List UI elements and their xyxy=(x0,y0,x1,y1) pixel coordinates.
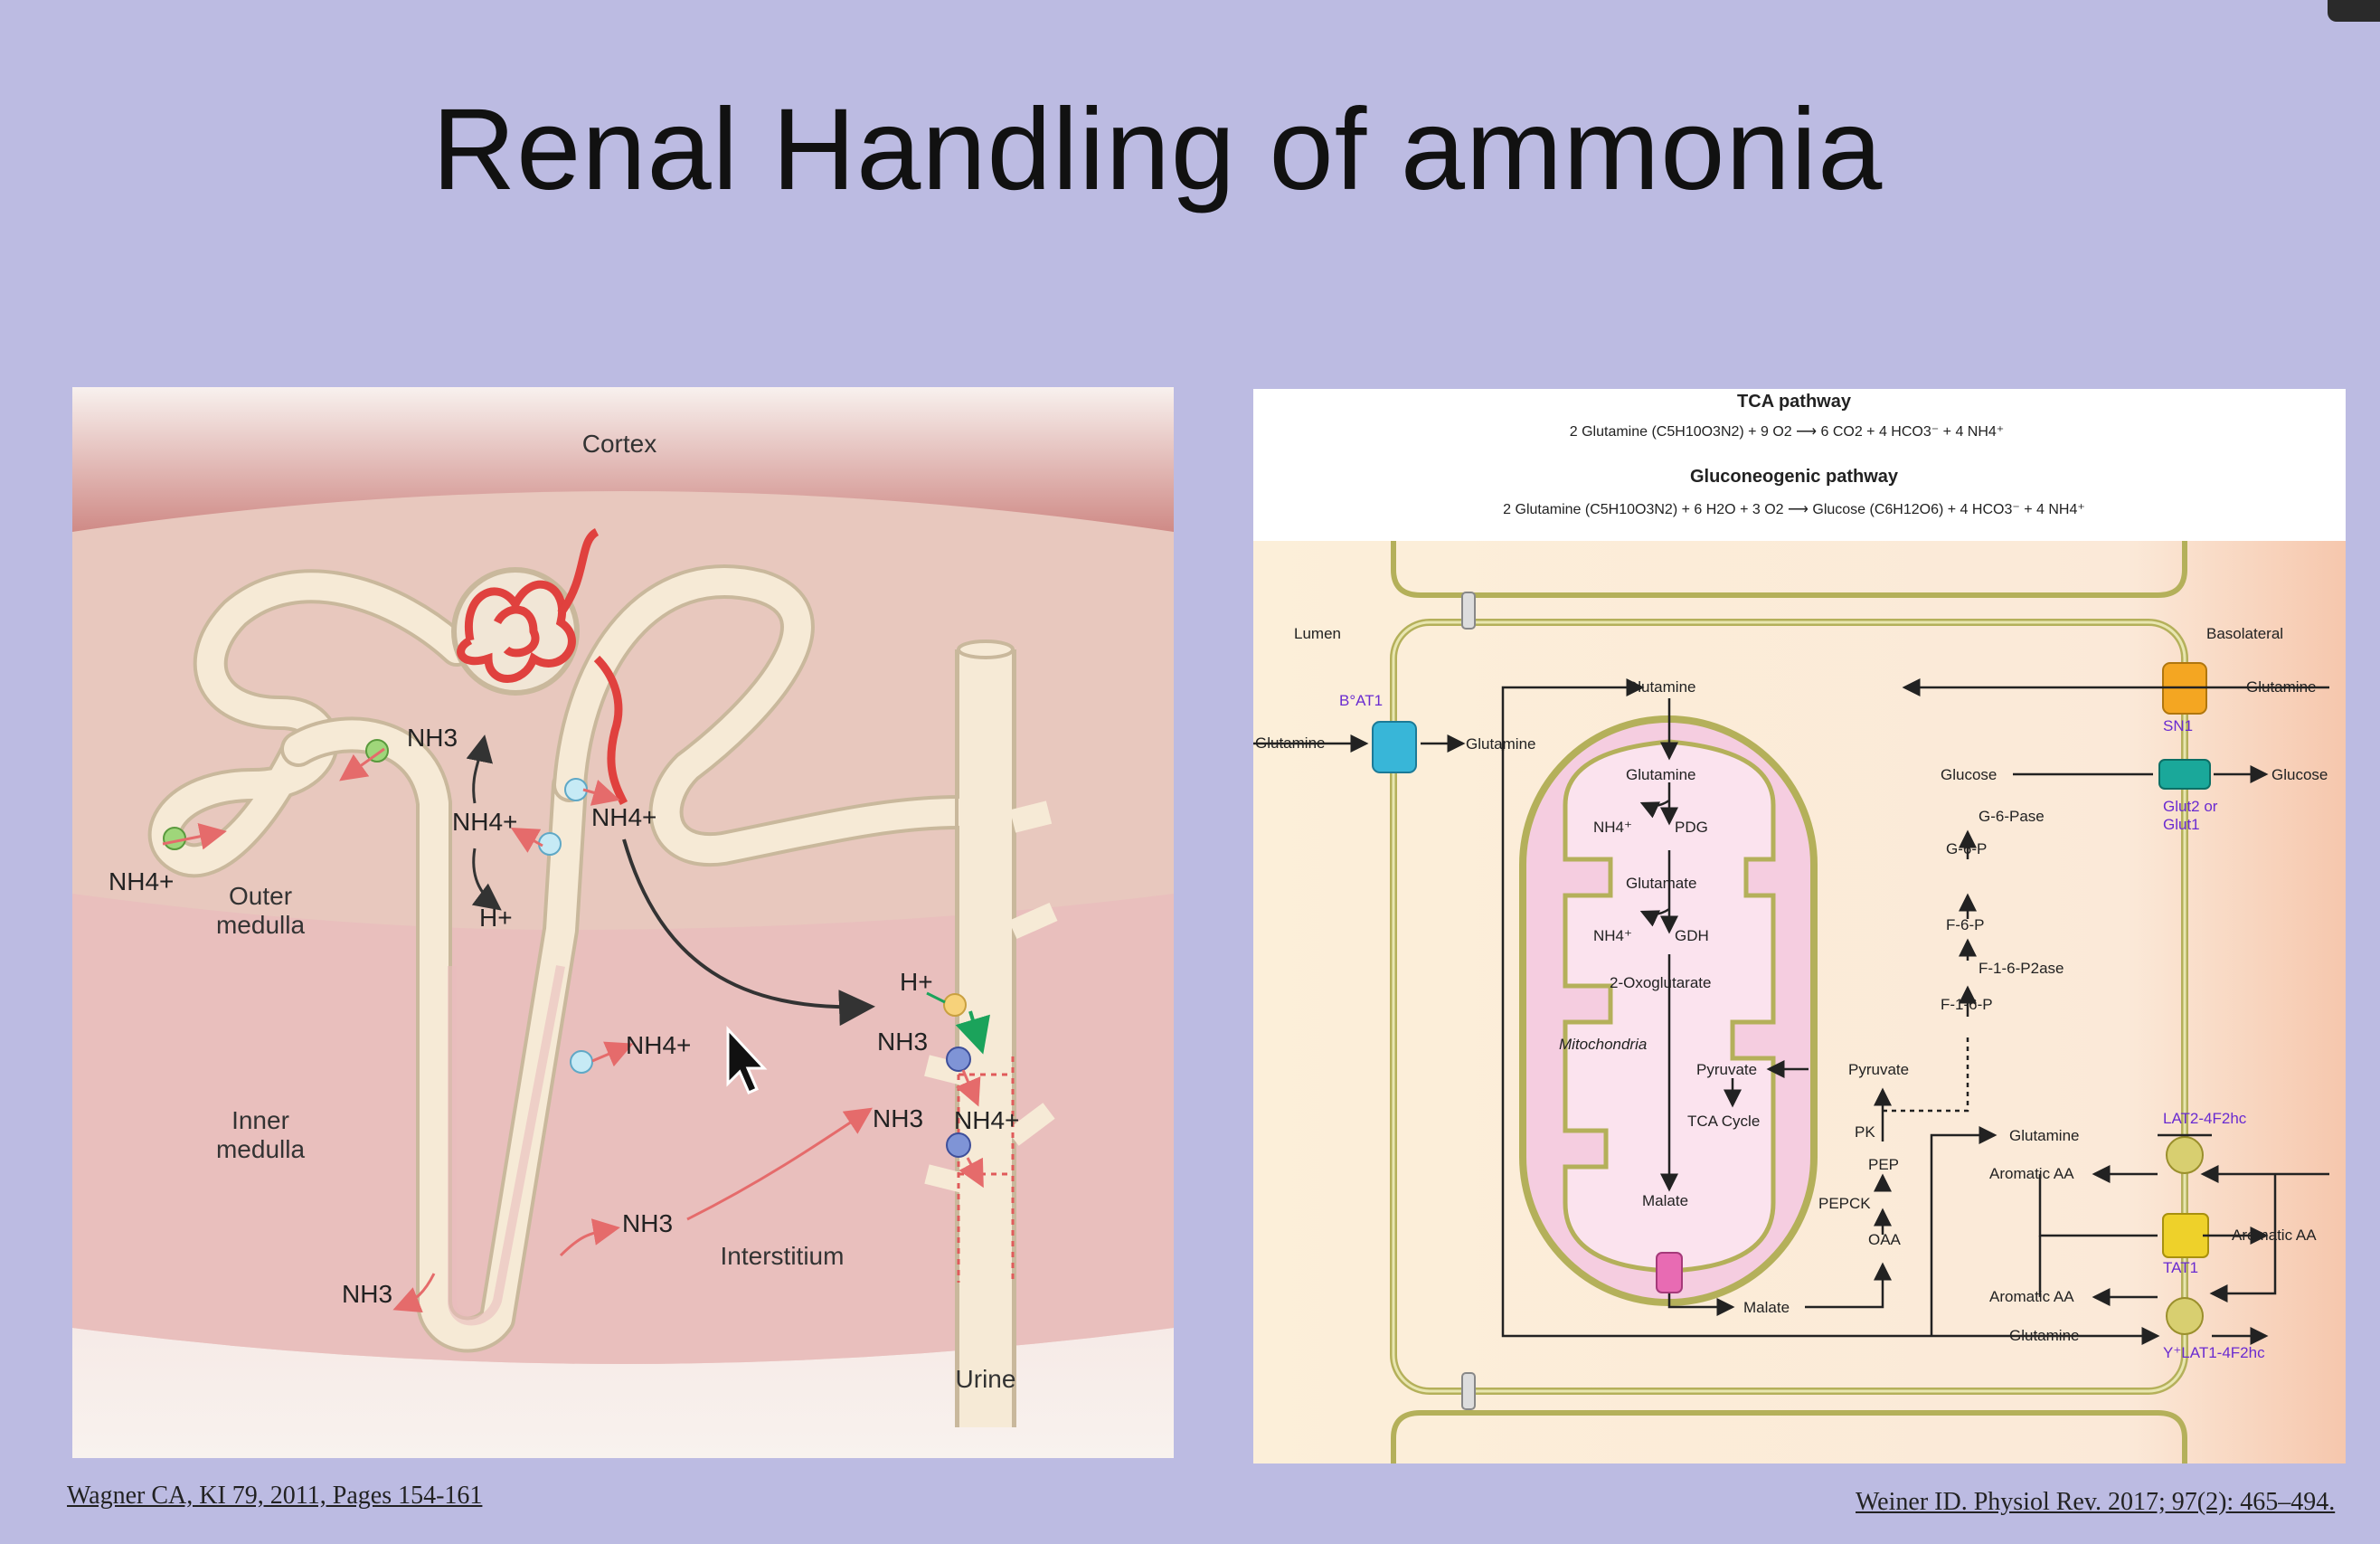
f6p-label: F-6-P xyxy=(1946,916,1985,933)
glutamine-top-label: Glutamine xyxy=(1626,678,1695,696)
nh4-gdh-label: NH4⁺ xyxy=(1593,927,1632,944)
h-label-b: H+ xyxy=(900,968,933,996)
distal-tubule xyxy=(556,568,972,864)
glucose-outside-label: Glucose xyxy=(2271,766,2328,783)
ylat1-label: Y⁺LAT1-4F2hc xyxy=(2163,1344,2265,1361)
inner-medulla-label-1: Inner xyxy=(231,1106,289,1134)
gluconeogenic-pathway-title: Gluconeogenic pathway xyxy=(1690,467,1899,487)
malate-inside-label: Malate xyxy=(1642,1192,1688,1209)
nh3-label-a: NH3 xyxy=(407,724,458,752)
cell-metabolism-figure: TCA pathway 2 Glutamine (C5H10O3N2) + 9 … xyxy=(1253,389,2346,1463)
urine-label: Urine xyxy=(956,1365,1016,1393)
f16p-label: F-1-6-P xyxy=(1941,996,1993,1013)
cortex-label: Cortex xyxy=(582,430,656,458)
bat1-label: B°AT1 xyxy=(1339,692,1383,709)
inner-medulla-region xyxy=(72,894,1174,1364)
corner-button[interactable] xyxy=(2328,0,2380,22)
pep-label: PEP xyxy=(1868,1156,1899,1173)
interstitium-label: Interstitium xyxy=(721,1242,845,1270)
citation-left[interactable]: Wagner CA, KI 79, 2011, Pages 154-161 xyxy=(67,1482,483,1510)
slide-title: Renal Handling of ammonia xyxy=(431,85,1884,214)
bat1-transporter xyxy=(1372,721,1417,773)
pdg-label: PDG xyxy=(1675,819,1708,836)
basolateral-label: Basolateral xyxy=(2206,625,2283,642)
nh3-label-d: NH3 xyxy=(622,1209,673,1237)
nh4-label-d: NH4+ xyxy=(626,1031,691,1059)
pyruvate-inside-label: Pyruvate xyxy=(1696,1061,1757,1078)
transporter-darkblue-1 xyxy=(946,1047,971,1072)
g6p-label: G-6-P xyxy=(1946,840,1987,857)
malate-outside-label: Malate xyxy=(1743,1299,1790,1316)
glut-label-2: Glut1 xyxy=(2163,816,2200,833)
transporter-blue-3 xyxy=(570,1050,593,1074)
nh4-label-a: NH4+ xyxy=(109,867,174,895)
nh4-pdg-label: NH4⁺ xyxy=(1593,819,1632,836)
tca-pathway-equation: 2 Glutamine (C5H10O3N2) + 9 O2 ⟶ 6 CO2 +… xyxy=(1570,424,2004,440)
nephron-figure: Cortex Outer medulla Inner medulla Inter… xyxy=(72,387,1174,1458)
tat1-label: TAT1 xyxy=(2163,1259,2198,1276)
oaa-label: OAA xyxy=(1868,1231,1902,1248)
f16p2ase-label: F-1-6-P2ase xyxy=(1979,960,2064,977)
nephron-diagram: Cortex Outer medulla Inner medulla Inter… xyxy=(72,387,1174,1458)
glutamate-label: Glutamate xyxy=(1626,875,1696,892)
transporter-green-1 xyxy=(163,827,186,850)
lat2-transporter xyxy=(2166,1136,2204,1174)
lat2-label: LAT2-4F2hc xyxy=(2163,1110,2247,1127)
glutamine-lumen-label: Glutamine xyxy=(1255,734,1325,752)
mito-glutamine-label: Glutamine xyxy=(1626,766,1695,783)
inner-medulla-label-2: medulla xyxy=(216,1135,305,1163)
mitochondria-label: Mitochondria xyxy=(1559,1036,1647,1053)
pyruvate-outside-label: Pyruvate xyxy=(1848,1061,1909,1078)
gdh-label: GDH xyxy=(1675,927,1709,944)
gluconeogenic-pathway-equation: 2 Glutamine (C5H10O3N2) + 6 H2O + 3 O2 ⟶… xyxy=(1503,502,2085,517)
outer-medulla-label-2: medulla xyxy=(216,911,305,939)
g6pase-label: G-6-Pase xyxy=(1979,808,2045,825)
nh3-label-c: NH3 xyxy=(873,1104,923,1132)
glut-transporter xyxy=(2158,759,2211,790)
transporter-blue-2 xyxy=(538,832,562,856)
transporter-green-2 xyxy=(365,739,389,763)
glut-label-1: Glut2 or xyxy=(2163,798,2218,815)
aromatic-aa-2-label: Aromatic AA xyxy=(1989,1288,2074,1305)
glutamine-after-bat1-label: Glutamine xyxy=(1466,735,1535,753)
loop-of-henle xyxy=(284,720,584,1350)
pk-label: PK xyxy=(1855,1123,1875,1141)
sn1-label: SN1 xyxy=(2163,717,2193,734)
lumen-label: Lumen xyxy=(1294,625,1341,642)
glutamine-ylat-label: Glutamine xyxy=(2009,1327,2079,1344)
nh4-label-e: NH4+ xyxy=(954,1106,1019,1134)
mouse-cursor-icon xyxy=(726,1026,768,1094)
malate-transporter xyxy=(1656,1252,1683,1293)
pepck-label: PEPCK xyxy=(1818,1195,1871,1212)
aromatic-aa-1-label: Aromatic AA xyxy=(1989,1165,2074,1182)
nh4-label-c: NH4+ xyxy=(591,803,656,831)
nh3-label-b: NH3 xyxy=(877,1028,928,1056)
ammoniagenesis-diagram: TCA pathway 2 Glutamine (C5H10O3N2) + 9 … xyxy=(1253,392,2346,1463)
aromatic-aa-outside-label: Aromatic AA xyxy=(2232,1227,2317,1244)
tca-pathway-title: TCA pathway xyxy=(1737,392,1852,412)
tight-junction-top xyxy=(1461,592,1476,630)
transporter-yellow xyxy=(943,993,967,1017)
transporter-darkblue-2 xyxy=(946,1132,971,1158)
glutamine-lat2-label: Glutamine xyxy=(2009,1127,2079,1144)
glucose-inside-label: Glucose xyxy=(1941,766,1997,783)
h-label-a: H+ xyxy=(479,904,513,932)
citation-right[interactable]: Weiner ID. Physiol Rev. 2017; 97(2): 465… xyxy=(1856,1488,2336,1516)
ylat1-transporter xyxy=(2166,1297,2204,1335)
nh4-label-b: NH4+ xyxy=(452,808,517,836)
tca-cycle-label: TCA Cycle xyxy=(1687,1113,1760,1130)
outer-medulla-label-1: Outer xyxy=(229,882,292,910)
tight-junction-bottom xyxy=(1461,1372,1476,1410)
tat1-transporter xyxy=(2162,1213,2209,1258)
glutamine-basolateral-label: Glutamine xyxy=(2246,678,2316,696)
nh3-label-e: NH3 xyxy=(342,1280,392,1308)
oxoglutarate-label: 2-Oxoglutarate xyxy=(1610,974,1711,991)
